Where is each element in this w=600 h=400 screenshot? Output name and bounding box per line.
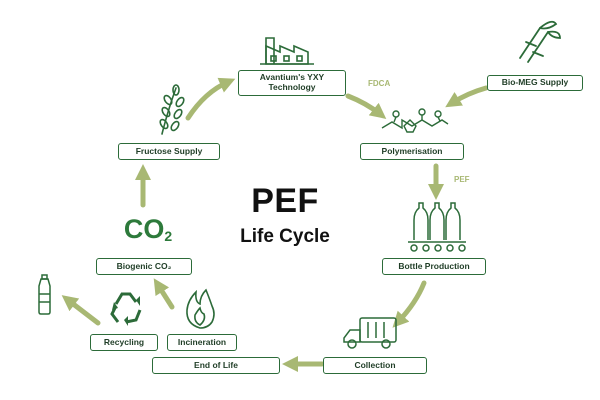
collection-box: Collection <box>323 357 427 374</box>
factory-icon <box>260 37 314 65</box>
co2-text: CO <box>123 214 165 244</box>
arrow-incineration-to-biogenic <box>153 278 175 310</box>
incineration-box: Incineration <box>167 334 237 351</box>
molecule-icon <box>381 108 449 133</box>
polymerisation-box: Polymerisation <box>360 143 464 160</box>
wheat-icon <box>159 84 185 135</box>
garbage-truck-icon <box>343 317 397 349</box>
diagram-subtitle: Life Cycle <box>240 226 330 247</box>
fructose-supply-box: Fructose Supply <box>118 143 220 160</box>
arrow-recycling-to-bottle <box>61 295 101 326</box>
flow-label-pef: PEF <box>454 175 470 184</box>
bottle-icon <box>38 274 51 315</box>
end-of-life-box: End of Life <box>152 357 280 374</box>
bio-meg-supply-box: Bio-MEG Supply <box>487 75 583 91</box>
bottles-conveyor-icon <box>408 202 466 252</box>
arrow-fructose-to-avantium <box>185 77 236 121</box>
arrow-bottle-to-collection <box>392 280 427 328</box>
sugarcane-icon <box>519 20 561 63</box>
arrow-avantium-to-polymerisation <box>345 93 387 119</box>
avantium-technology-box: Avantium's YXY Technology <box>238 70 346 96</box>
diagram-title: PEF <box>251 182 319 220</box>
arrow-biomeg-to-polymerisation <box>445 85 489 108</box>
recycle-icon <box>110 292 142 326</box>
flame-icon <box>186 288 215 329</box>
co2-symbol: CO2 <box>118 214 178 245</box>
recycling-box: Recycling <box>90 334 158 351</box>
co2-subscript: 2 <box>164 228 173 244</box>
flow-label-fdca: FDCA <box>368 79 391 88</box>
biogenic-co2-box: Biogenic CO₂ <box>96 258 192 275</box>
bottle-production-box: Bottle Production <box>382 258 486 275</box>
